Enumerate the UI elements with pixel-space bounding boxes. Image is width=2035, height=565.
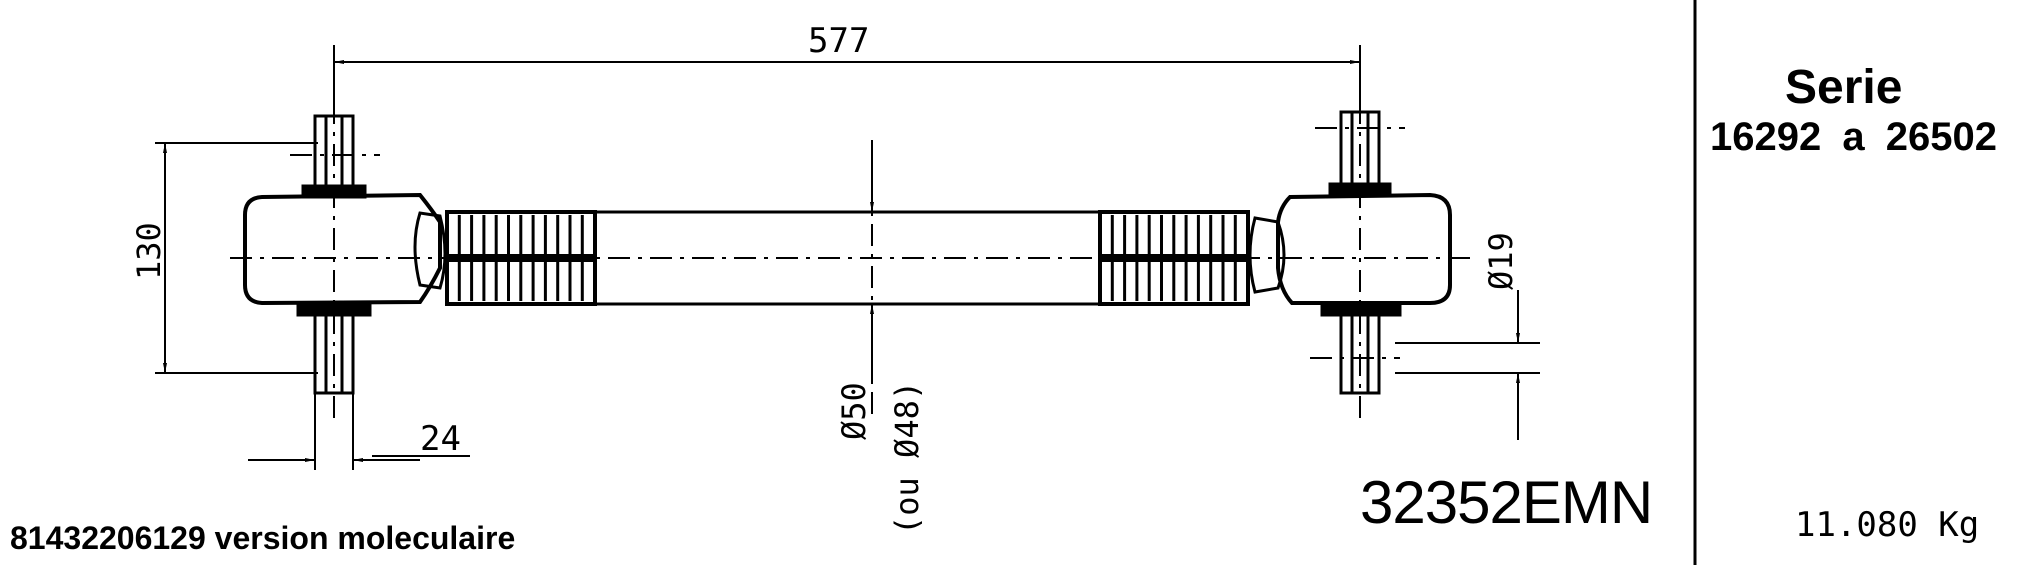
weight-label: 11.080 Kg [1795,505,1980,545]
part-number: 32352EMN [1360,469,1653,536]
dim-pin-width [248,393,470,470]
dim-tube-diameter-label: Ø50 [835,382,873,440]
reference-line: 81432206129 version moleculaire [10,520,516,556]
dim-tube-diameter-alt-label: (ou Ø48) [888,381,926,535]
dim-length-label: 577 [808,21,869,61]
dim-length [333,45,1361,112]
tie-rod-body [243,110,1452,395]
dim-height [155,142,318,374]
right-collar [1248,216,1286,294]
dim-height-label: 130 [130,222,168,280]
serie-title: Serie [1785,61,1903,114]
serie-range: 16292 a 26502 [1710,115,1997,159]
right-eye-housing [1276,192,1452,305]
dim-hole-diameter-label: Ø19 [1482,232,1520,290]
left-eye-housing [243,192,442,306]
dim-hole-diameter [1395,290,1540,440]
dim-pin-width-label: 24 [420,419,461,459]
left-collar [413,211,447,290]
